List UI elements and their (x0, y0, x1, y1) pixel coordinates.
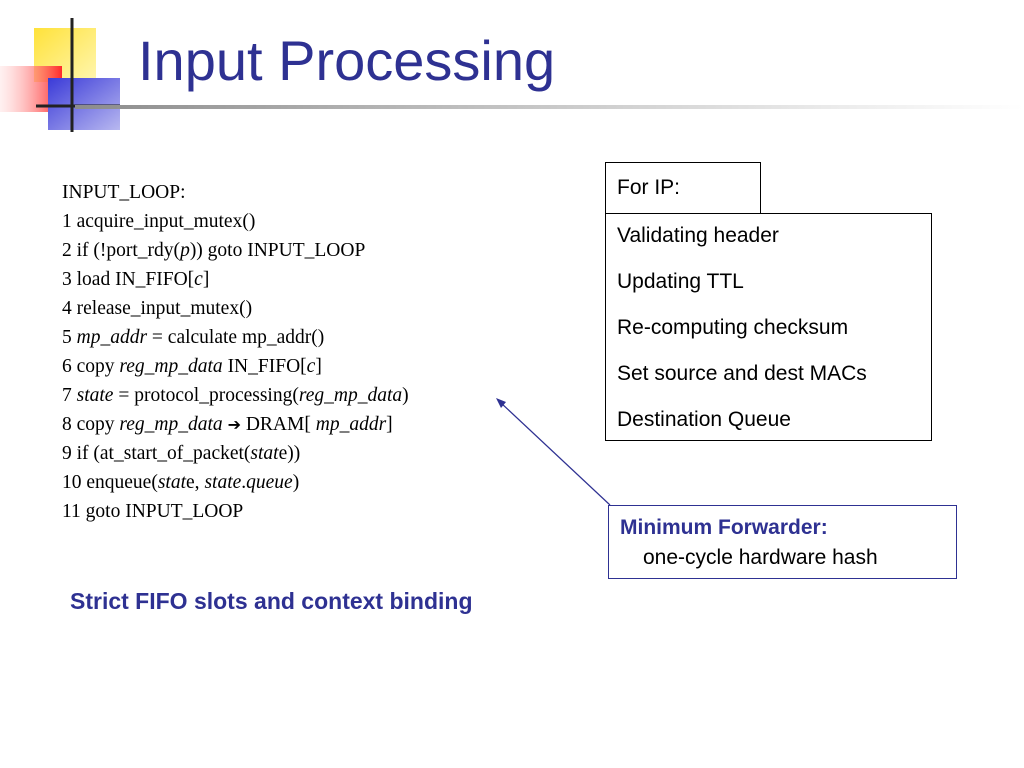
code-segment: 11 goto INPUT_LOOP (62, 501, 244, 522)
code-segment: DRAM[ (240, 414, 316, 435)
code-line: 9 if (at_start_of_packet(state)) (62, 439, 409, 468)
code-line: 7 state = protocol_processing(reg_mp_dat… (62, 381, 409, 410)
code-line: 10 enqueue(state, state.queue) (62, 468, 409, 497)
code-segment: 9 if (at_start_of_packet( (62, 443, 251, 464)
code-segment: queue (246, 472, 293, 493)
code-line: INPUT_LOOP: (62, 178, 409, 207)
code-segment: = protocol_processing( (113, 385, 299, 406)
ip-step-item: Destination Queue (617, 408, 791, 431)
code-segment: ] (202, 269, 210, 290)
code-line: 6 copy reg_mp_data IN_FIFO[c] (62, 352, 409, 381)
code-segment: 4 release_input_mutex() (62, 298, 253, 319)
ip-box-heading-label: For IP: (617, 176, 681, 199)
code-segment: ) (402, 385, 409, 406)
code-segment: mp_addr (315, 414, 387, 435)
page-title: Input Processing (138, 29, 556, 92)
code-line: 2 if (!port_rdy(p)) goto INPUT_LOOP (62, 236, 409, 265)
slide-logo-icon (0, 18, 120, 132)
code-segment: reg_mp_data (119, 414, 223, 435)
code-segment: state (76, 385, 114, 406)
ip-step-item: Validating header (617, 224, 779, 247)
code-segment: c (306, 356, 316, 377)
forwarder-heading: Minimum Forwarder: (620, 516, 828, 539)
code-segment: 1 acquire_input_mutex() (62, 211, 256, 232)
forwarder-callout: Minimum Forwarder: one-cycle hardware ha… (608, 505, 957, 579)
code-segment: INPUT_LOOP: (62, 182, 186, 203)
code-segment: 7 (62, 385, 77, 406)
code-segment: mp_addr (76, 327, 148, 348)
code-segment: 6 copy (62, 356, 120, 377)
code-line: 4 release_input_mutex() (62, 294, 409, 323)
code-line: 8 copy reg_mp_data ➔ DRAM[ mp_addr] (62, 410, 409, 439)
ip-step-item: Re-computing checksum (617, 316, 849, 339)
code-segment: 5 (62, 327, 77, 348)
code-segment: 10 enqueue( (62, 472, 158, 493)
code-segment: e)) (278, 443, 301, 464)
code-segment: . (241, 472, 247, 493)
ip-steps-box: Validating header Updating TTL Re-comput… (605, 213, 932, 441)
code-segment: 3 load IN_FIFO[ (62, 269, 195, 290)
code-line: 3 load IN_FIFO[c] (62, 265, 409, 294)
code-segment: IN_FIFO[ (222, 356, 307, 377)
code-segment: )) goto INPUT_LOOP (189, 240, 366, 261)
code-segment: e, (186, 472, 205, 493)
ip-step-item: Updating TTL (617, 270, 744, 293)
title-divider (75, 105, 1024, 109)
code-segment: p (180, 240, 190, 261)
code-segment: 2 if (!port_rdy( (62, 240, 181, 261)
code-segment: c (194, 269, 203, 290)
code-segment: = calculate mp_addr() (147, 327, 325, 348)
code-segment: ] (386, 414, 393, 435)
code-segment: ) (292, 472, 300, 493)
code-segment: reg_mp_data (119, 356, 223, 377)
code-line: 1 acquire_input_mutex() (62, 207, 409, 236)
pseudocode-block: INPUT_LOOP: 1 acquire_input_mutex() 2 if (… (62, 178, 409, 526)
code-segment: state (204, 472, 242, 493)
arrow-right-icon: ➔ (227, 415, 241, 434)
code-segment: 8 copy (62, 414, 120, 435)
forwarder-detail: one-cycle hardware hash (643, 546, 878, 569)
code-segment: stat (250, 443, 279, 464)
code-segment: reg_mp_data (298, 385, 403, 406)
ip-step-item: Set source and dest MACs (617, 362, 867, 385)
code-segment: ] (315, 356, 322, 377)
code-line: 11 goto INPUT_LOOP (62, 497, 409, 526)
slide-caption: Strict FIFO slots and context binding (70, 588, 473, 614)
code-line: 5 mp_addr = calculate mp_addr() (62, 323, 409, 352)
callout-line (499, 401, 611, 506)
ip-box-heading: For IP: (605, 162, 761, 214)
callout-arrowhead-icon (496, 398, 506, 408)
code-segment: stat (157, 472, 187, 493)
